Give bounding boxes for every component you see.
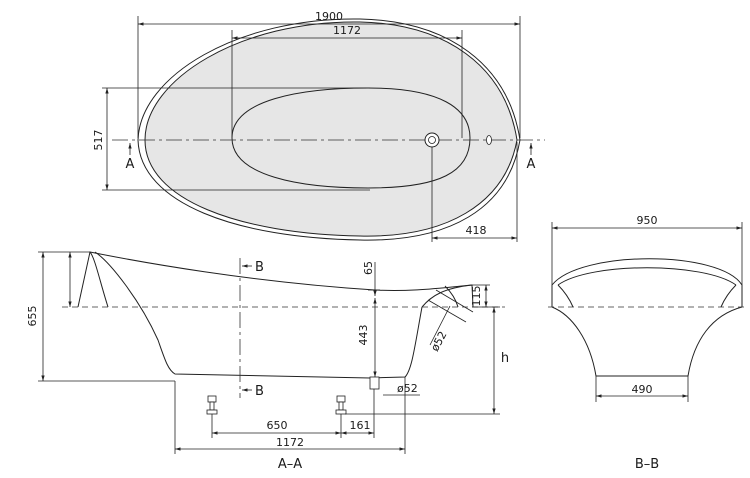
cut-marker-bottom: B: [255, 384, 264, 399]
cut-marker-top: B: [255, 260, 264, 275]
dim-650: 650: [267, 419, 288, 432]
section-bb-body: [557, 267, 737, 286]
dim-65: 65: [362, 261, 375, 275]
dim-length: 1900: [315, 10, 343, 23]
section-aa-outer-profile: [77, 251, 474, 308]
foot-left: [206, 395, 218, 415]
section-aa-body: [94, 251, 423, 379]
dim-115: 115: [470, 286, 483, 307]
dim-inner-length: 1172: [333, 24, 361, 37]
section-bb-title: B–B: [635, 457, 659, 472]
dim-1172-bottom: 1172: [276, 436, 304, 449]
dim-bottom-width: 490: [632, 383, 653, 396]
foot-right: [335, 395, 347, 415]
dim-overflow-dia: ø52: [428, 329, 449, 353]
dim-height: 655: [26, 306, 39, 327]
dim-drain-offset: 418: [466, 224, 487, 237]
dim-161: 161: [350, 419, 371, 432]
tub-basin-outline: [231, 87, 471, 189]
overflow-icon: [486, 135, 492, 145]
dim-drain-dia: ø52: [397, 382, 418, 395]
section-bb-view: 950 490 B–B: [548, 214, 748, 472]
dim-top-width: 950: [637, 214, 658, 227]
dim-width: 517: [92, 130, 105, 151]
section-aa-view: B B 655 65 443 115 ø52 ø52 h: [26, 251, 509, 472]
plan-view: 1900 1172 517 418 A A: [92, 10, 545, 242]
section-aa-title: A–A: [278, 457, 302, 472]
section-marker-left: A: [126, 157, 135, 172]
section-marker-right: A: [527, 157, 536, 172]
dim-443: 443: [357, 325, 370, 346]
drain-icon: [424, 132, 440, 148]
section-bb-outer-profile: [551, 258, 743, 307]
dim-h: h: [501, 351, 509, 366]
